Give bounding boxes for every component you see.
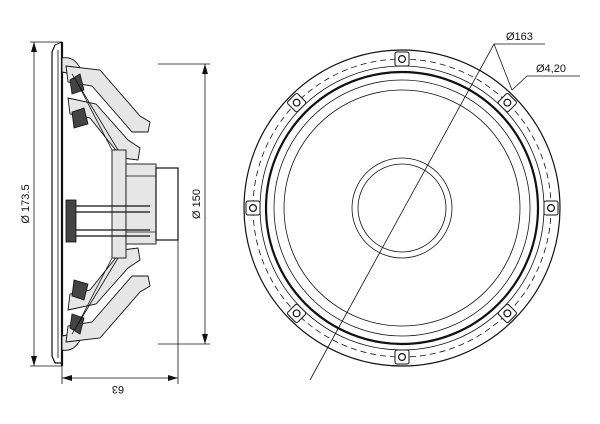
mounting-hole — [546, 204, 555, 213]
overall-diameter-label: Ø 173.5 — [20, 184, 32, 223]
cone-diameter-label: Ø 150 — [191, 189, 203, 219]
hole-size-label: Ø4,20 — [536, 63, 566, 75]
side-view — [30, 41, 210, 384]
surround-inner — [273, 79, 531, 337]
frame-flange-outer — [51, 44, 62, 364]
frame-outer-edge — [243, 49, 561, 367]
magnet-back-plate — [155, 167, 179, 241]
dust-cap-inner — [357, 163, 447, 253]
mounting-holes — [245, 51, 559, 365]
mounting-hole — [249, 204, 258, 213]
front-view — [243, 43, 580, 381]
mounting-hole — [292, 98, 301, 107]
dimension-cone-diameter: Ø 150 — [191, 64, 208, 344]
terminal-rod-lower — [68, 229, 150, 237]
mounting-hole — [398, 353, 407, 362]
mounting-hole — [503, 98, 512, 107]
mounting-hole — [398, 54, 407, 63]
surround-outer — [264, 70, 540, 346]
magnet-body — [125, 163, 157, 245]
bolt-circle-label: Ø163 — [506, 31, 533, 43]
frame-inner-edge — [259, 65, 545, 351]
terminal-rod-upper — [68, 205, 150, 213]
cone-edge — [283, 89, 521, 327]
depth-label: 63 — [112, 383, 124, 395]
mounting-hole — [292, 309, 301, 318]
dimension-bolt-circle: Ø163 — [506, 31, 533, 43]
dimension-hole-size: Ø4,20 — [536, 63, 566, 75]
dimension-depth: 63 — [62, 375, 178, 395]
magnet-front-plate — [111, 149, 127, 259]
dimension-overall-diameter: Ø 173.5 — [20, 42, 37, 366]
dust-cap-outer — [351, 157, 453, 259]
mounting-hole — [503, 309, 512, 318]
